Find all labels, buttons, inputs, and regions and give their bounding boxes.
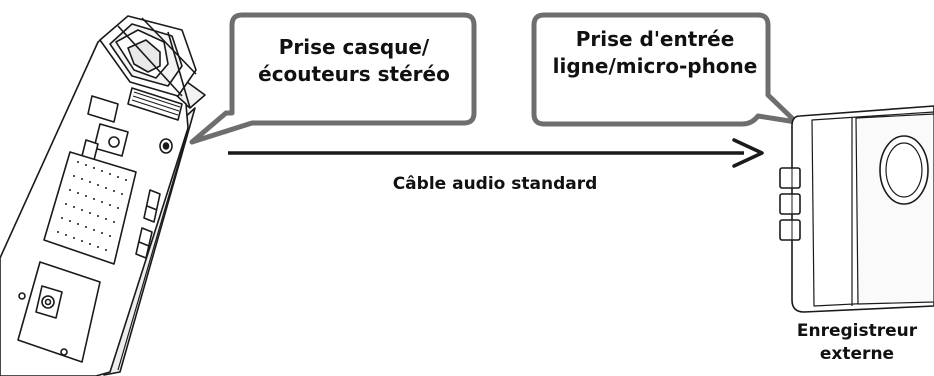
external-recorder-device [779,105,934,313]
cable-label: Câble audio standard [392,174,598,194]
headphone-jack-callout-text: Prise casque/ écouteurs stéréo [258,35,450,86]
input-callout-bubble [531,12,799,127]
line-mic-input-callout-text: Prise d'entrée ligne/micro-phone [552,27,758,78]
handheld-recorder-device [0,15,206,376]
headphone-callout-bubble [189,12,477,145]
external-recorder-label: Enregistreur externe [796,321,918,364]
cable-arrow [228,138,764,168]
